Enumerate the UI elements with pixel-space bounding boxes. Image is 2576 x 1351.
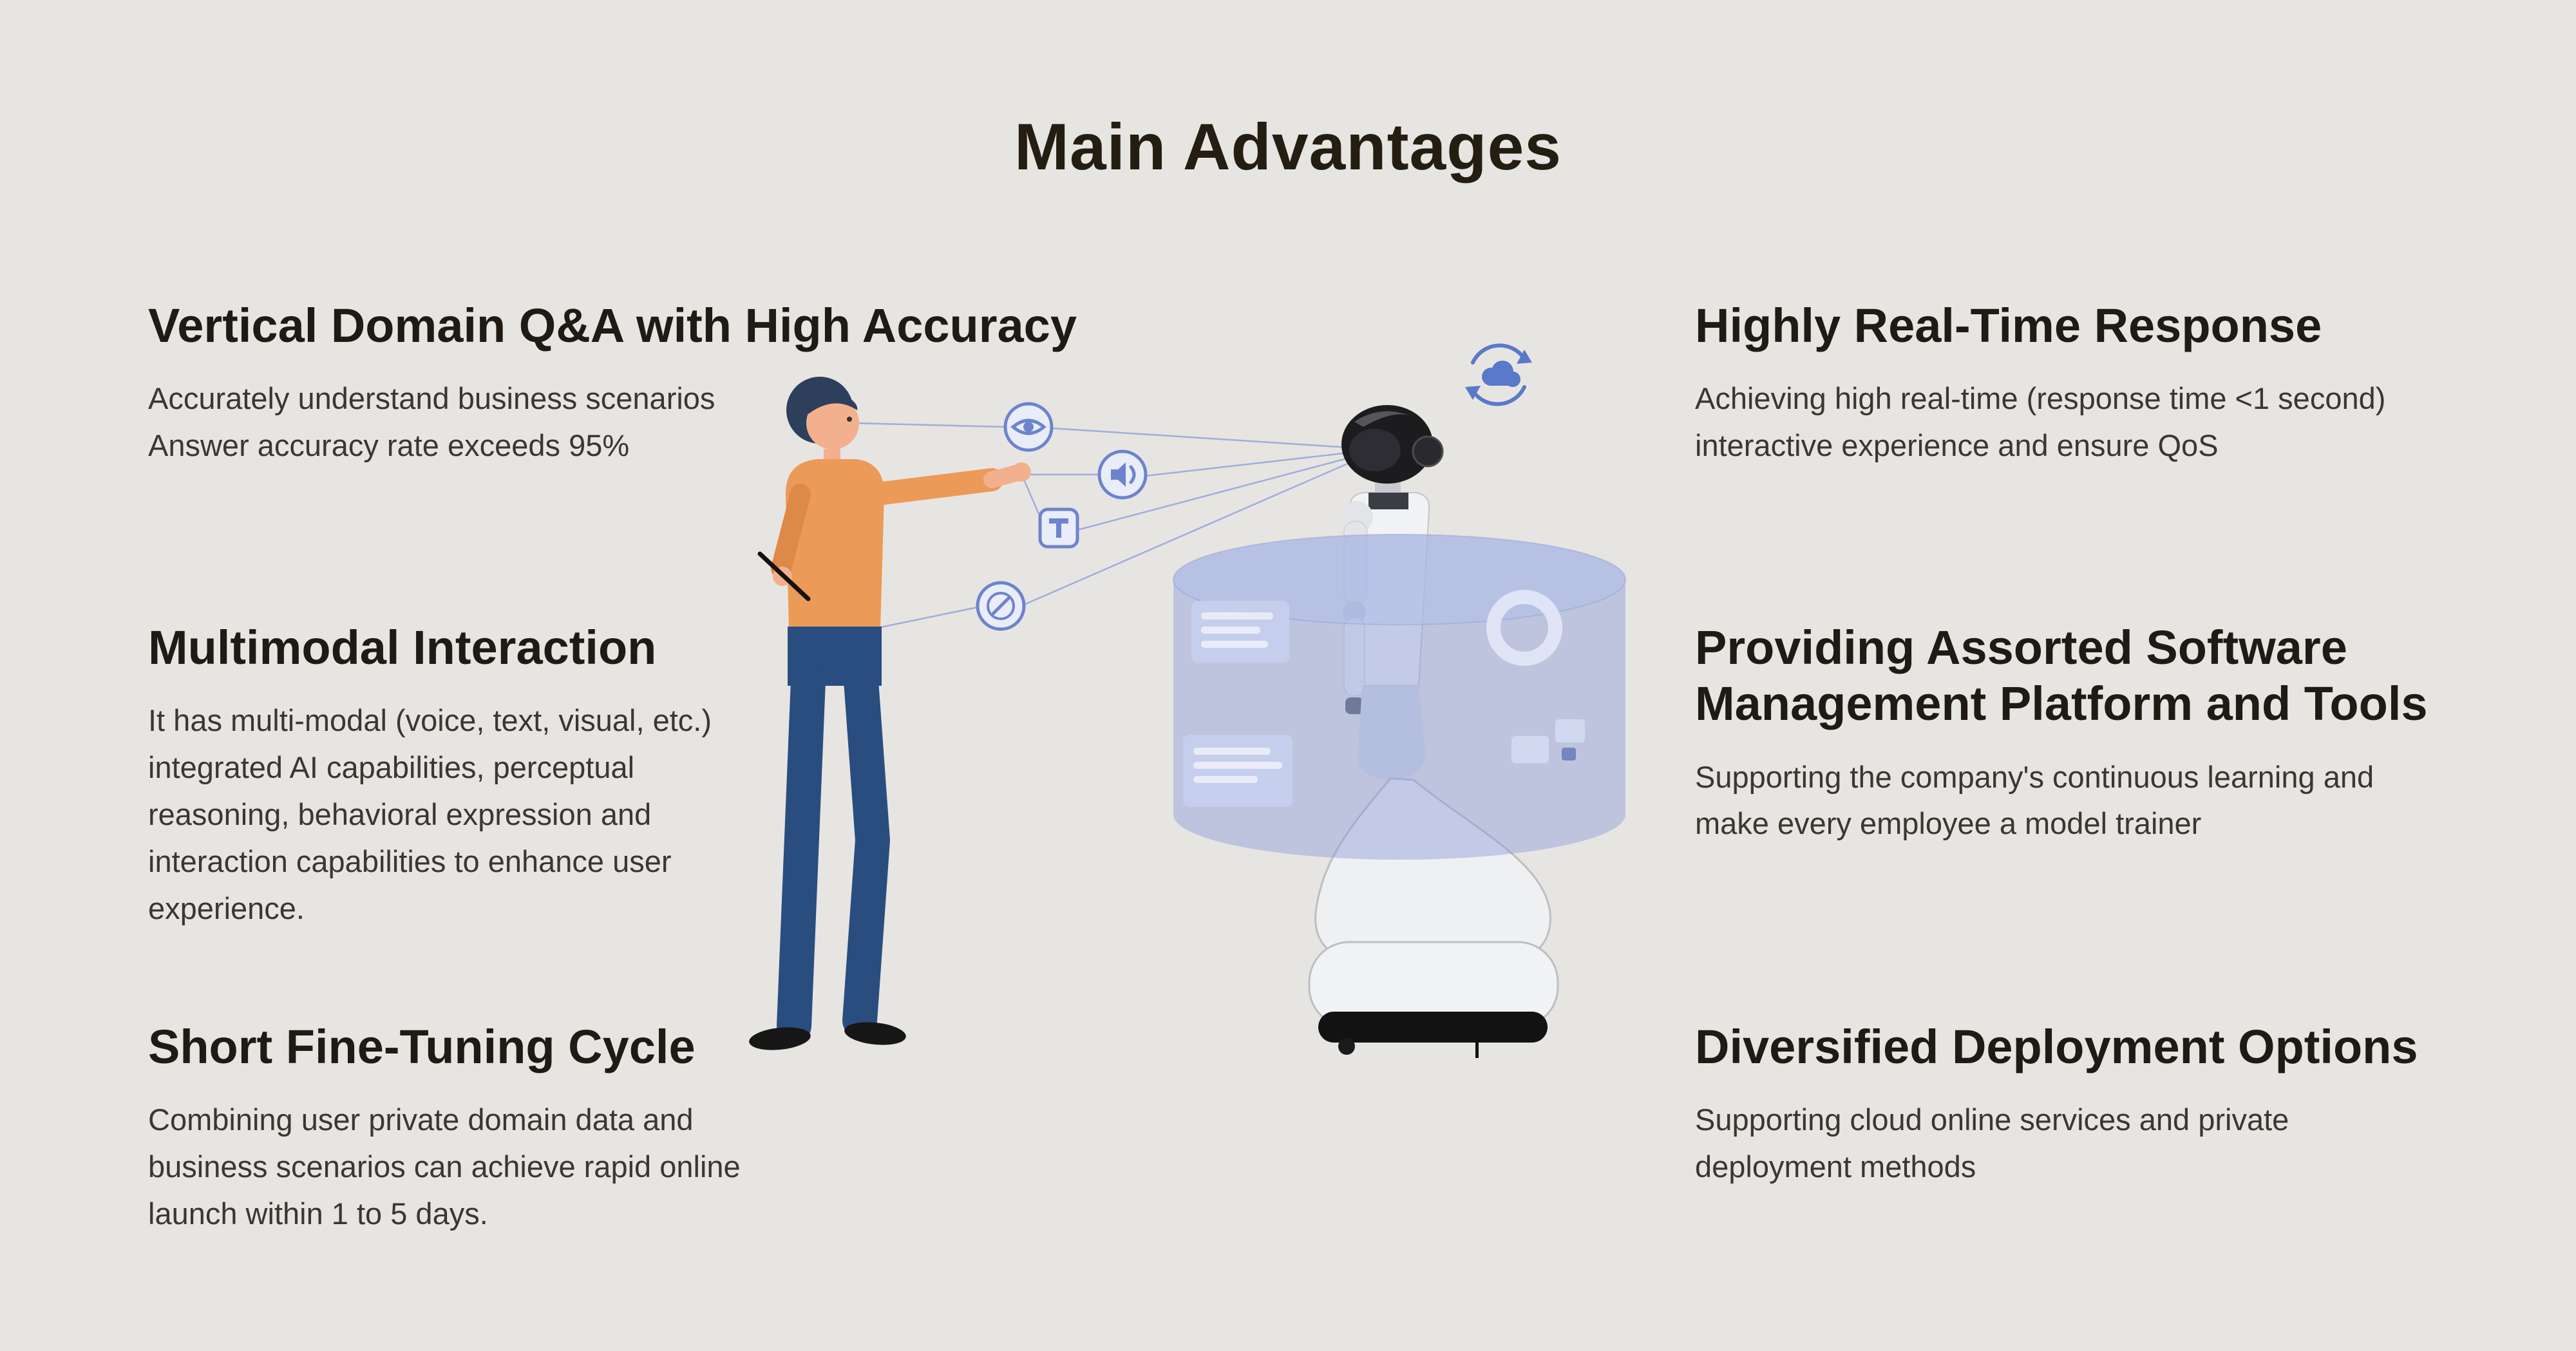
- feature-body: Achieving high real-time (response time …: [1695, 381, 2386, 463]
- feature-title: Diversified Deployment Options: [1695, 1020, 2418, 1073]
- feature-body: It has multi-modal (voice, text, visual,…: [148, 703, 712, 925]
- feature-body: Supporting the company's continuous lear…: [1695, 759, 2374, 841]
- feature-title: Short Fine-Tuning Cycle: [148, 1020, 696, 1073]
- feature-deployment-options: Diversified Deployment Options Supportin…: [1695, 1019, 2576, 1191]
- feature-body: Supporting cloud online services and pri…: [1695, 1102, 2289, 1184]
- connection-lines: [854, 422, 1350, 629]
- feature-body: Combining user private domain data and b…: [148, 1102, 741, 1231]
- feature-title: Vertical Domain Q&A with High Accuracy: [148, 299, 1077, 352]
- feature-body: Accurately understand business scenarios…: [148, 381, 715, 463]
- feature-multimodal-interaction: Multimodal Interaction It has multi-moda…: [148, 619, 1050, 932]
- feature-software-platform-tools: Providing Assorted Software Management P…: [1695, 619, 2481, 847]
- voice-icon: [1097, 449, 1148, 500]
- page-title: Main Advantages: [1014, 110, 1562, 184]
- holo-cylinder: [1173, 534, 1626, 860]
- feature-vertical-domain-qa: Vertical Domain Q&A with High Accuracy A…: [148, 298, 1114, 469]
- eye-icon: [1003, 402, 1054, 452]
- feature-real-time-response: Highly Real-Time Response Achieving high…: [1695, 298, 2576, 469]
- person-illustration: [749, 377, 1031, 1050]
- compass-icon: [976, 581, 1026, 631]
- feature-title: Providing Assorted Software Management P…: [1695, 621, 2428, 731]
- feature-short-fine-tuning-cycle: Short Fine-Tuning Cycle Combining user p…: [148, 1019, 1050, 1238]
- illustration: [749, 343, 1626, 1058]
- text-icon: [1038, 507, 1079, 549]
- cloud-sync-icon: [1465, 343, 1532, 406]
- feature-title: Multimodal Interaction: [148, 621, 657, 674]
- feature-title: Highly Real-Time Response: [1695, 299, 2322, 352]
